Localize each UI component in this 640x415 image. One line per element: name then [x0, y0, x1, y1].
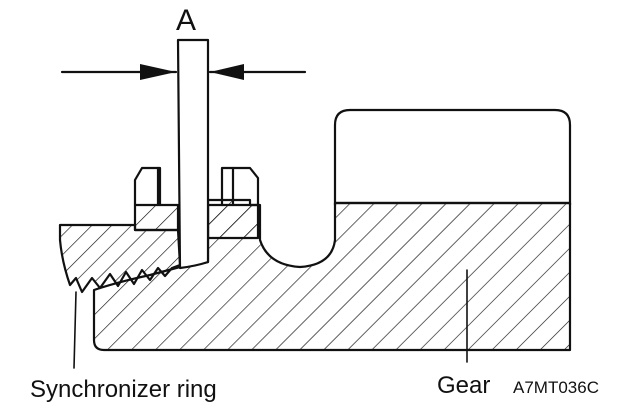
gear-label: Gear	[437, 372, 491, 399]
synchronizer-ring-label: Synchronizer ring	[30, 376, 217, 403]
leader-left	[73, 291, 77, 369]
tooth-block-right	[206, 203, 260, 240]
figure-code: A7MT036C	[513, 378, 599, 397]
arrow-left	[140, 64, 176, 80]
gear-tooth-left	[133, 166, 162, 207]
gear-hub	[333, 108, 572, 207]
gear-tooth-right	[220, 166, 260, 207]
dimension-label: A	[176, 4, 197, 37]
gauge-plunger	[176, 38, 210, 270]
tooth-block	[133, 203, 180, 232]
synchronizer-ring	[58, 223, 182, 294]
arrow-right	[210, 64, 244, 80]
